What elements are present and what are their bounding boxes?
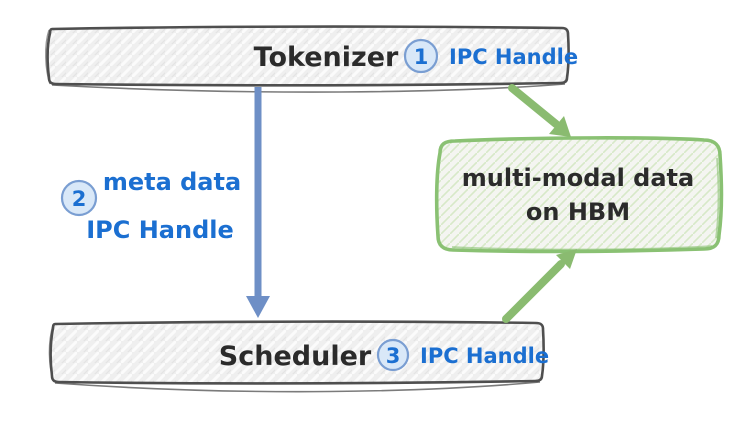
scheduler-to-hbm-arrow	[502, 249, 577, 323]
step1-number: 1	[414, 45, 429, 69]
green-arrow-1-shaft	[508, 84, 560, 128]
hbm-box-sketch-line	[451, 157, 720, 251]
hbm-node: multi-modal data on HBM	[434, 136, 724, 254]
step3-annotation: 3 IPC Handle	[376, 338, 549, 372]
step2-label-line2: IPC Handle	[86, 216, 234, 244]
tokenizer-to-hbm-arrow	[508, 84, 571, 137]
tokenizer-label: Tokenizer	[254, 42, 399, 73]
step2-number-badge	[60, 179, 98, 217]
step3-label: IPC Handle	[420, 344, 549, 368]
step2-number: 2	[72, 187, 87, 211]
step1-number-badge	[403, 38, 439, 74]
hbm-label-line2: on HBM	[526, 198, 630, 226]
step3-number-badge	[376, 338, 410, 372]
tokenizer-to-scheduler-arrow	[246, 87, 270, 318]
scheduler-bar-sketch-line	[54, 381, 541, 393]
green-arrow-2-shaft	[502, 260, 565, 323]
tokenizer-bar-shape	[46, 25, 570, 87]
scheduler-bar-corner-sketch	[48, 324, 55, 383]
step1-annotation: 1 IPC Handle	[403, 38, 578, 74]
tokenizer-node: Tokenizer	[45, 25, 570, 93]
scheduler-label: Scheduler	[219, 341, 372, 372]
step1-label: IPC Handle	[449, 45, 578, 69]
hbm-label-line1: multi-modal data	[462, 164, 694, 192]
step2-label-line1: meta data	[103, 168, 241, 196]
step3-number: 3	[386, 344, 401, 368]
tokenizer-bar-corner-sketch	[45, 29, 51, 85]
green-arrow-1-head-icon	[549, 116, 571, 137]
green-arrow-2-head-icon	[556, 249, 577, 269]
hbm-box-shape	[434, 136, 724, 254]
step2-annotation: 2 meta data IPC Handle	[60, 168, 241, 244]
scheduler-node: Scheduler	[48, 320, 545, 393]
blue-arrow-head-icon	[246, 296, 270, 318]
